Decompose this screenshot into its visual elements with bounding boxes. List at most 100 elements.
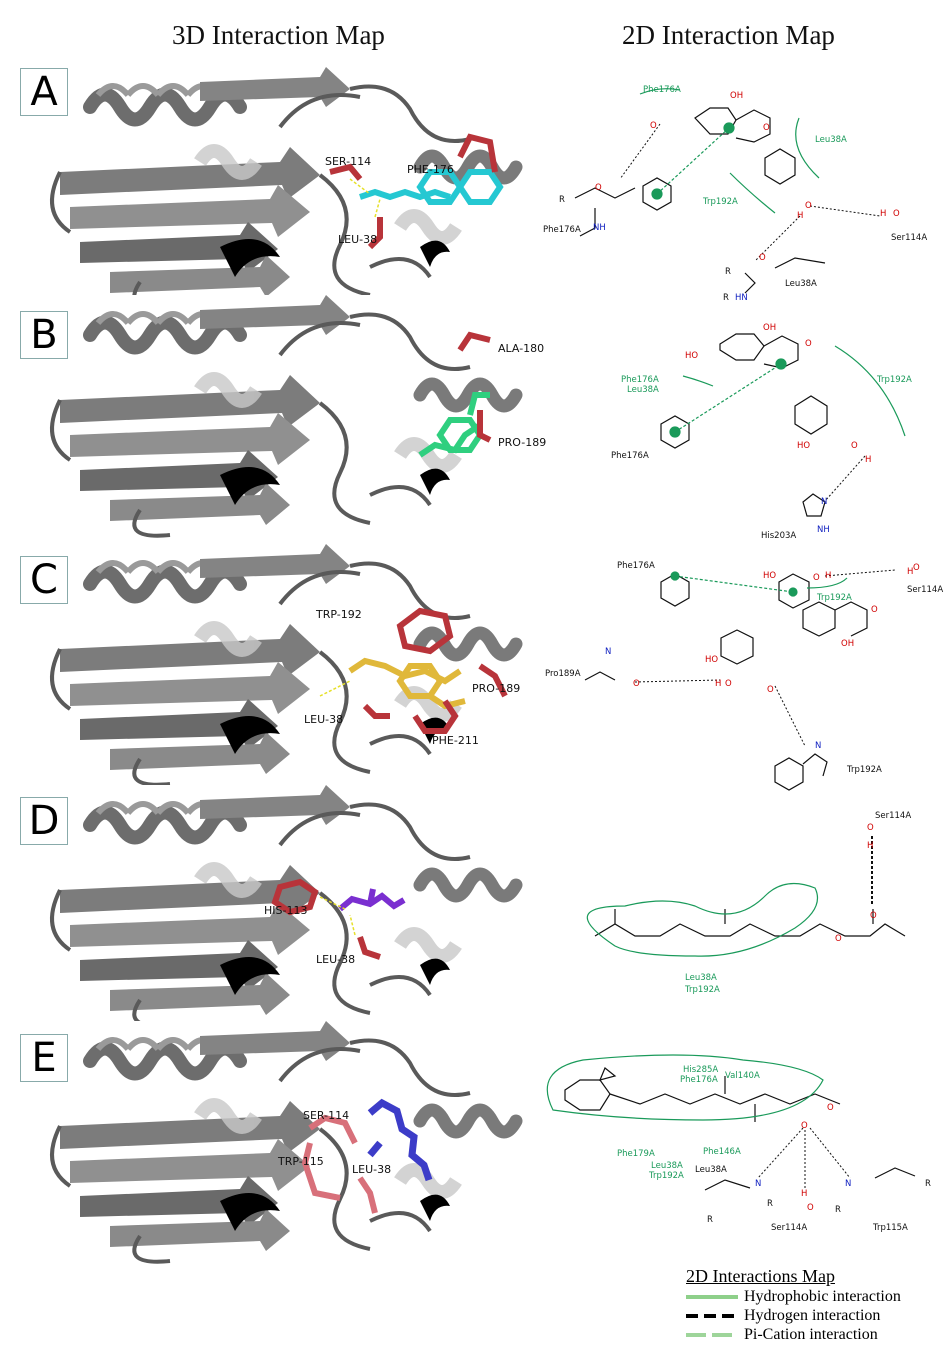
panel-2d-d: O H O O Ser114A Leu38A Trp192A <box>535 806 950 1006</box>
res2d-c-pro189: Pro189A <box>545 669 581 679</box>
res2d-e-trp115: Trp115A <box>872 1223 908 1233</box>
svg-text:O: O <box>835 934 842 944</box>
svg-text:HO: HO <box>763 571 776 581</box>
res2d-e-trp192: Trp192A <box>648 1171 684 1181</box>
res2d-a-leu38b: Leu38A <box>785 279 817 289</box>
res2d-b-trp192: Trp192A <box>876 375 912 385</box>
panel-letter-a: A <box>20 68 68 116</box>
res2d-a-ser114: Ser114A <box>891 233 927 243</box>
svg-text:R: R <box>559 195 565 205</box>
protein-structure-b: ALA-180 PRO-189 <box>20 310 546 520</box>
pi-cation-swatch <box>686 1333 738 1337</box>
svg-text:H: H <box>715 679 721 689</box>
panel-3d-d: HIS-113 LEU-38 <box>20 797 532 1009</box>
panel-letter-e: E <box>20 1034 68 1082</box>
svg-text:N: N <box>845 1179 851 1189</box>
title-2d: 2D Interaction Map <box>622 20 835 50</box>
legend-item-hydrophobic: Hydrophobic interaction <box>686 1288 946 1306</box>
svg-text:N: N <box>815 741 821 751</box>
res2d-e-leu38: Leu38A <box>651 1161 683 1171</box>
svg-text:O: O <box>813 573 820 583</box>
panel-letter-b: B <box>20 311 68 359</box>
svg-text:H: H <box>825 571 831 581</box>
residues-a <box>329 133 498 250</box>
panel-2d-c: HO O H O HO OH H O O H O O Trp192A Phe17… <box>535 556 950 791</box>
svg-text:R: R <box>723 293 729 303</box>
svg-text:O: O <box>801 1121 808 1131</box>
svg-text:N: N <box>755 1179 761 1189</box>
res2d-e-leu38b: Leu38A <box>695 1165 727 1175</box>
res2d-d-ser114: Ser114A <box>875 811 911 821</box>
legend-item-pi-cation: Pi-Cation interaction <box>686 1326 946 1344</box>
label3d-phe211: PHE-211 <box>432 734 479 747</box>
svg-text:O: O <box>913 563 920 573</box>
protein-structure-d: HIS-113 LEU-38 <box>20 797 532 1009</box>
panel-3d-e: SER-114 TRP-115 LEU-38 <box>20 1033 532 1251</box>
legend-label-hydrogen: Hydrogen interaction <box>744 1307 881 1324</box>
res2d-b-leu38: Leu38A <box>627 385 659 395</box>
interaction-diagram-d: O H O O Ser114A Leu38A Trp192A <box>586 811 911 995</box>
label3d-ala180: ALA-180 <box>498 342 544 355</box>
svg-text:HO: HO <box>685 351 698 361</box>
label3d-pro189: PRO-189 <box>498 436 546 449</box>
panel-letter-d: D <box>20 797 68 845</box>
svg-text:HN: HN <box>735 293 748 303</box>
svg-text:OH: OH <box>730 91 743 101</box>
res2d-e-phe146: Phe146A <box>703 1147 741 1157</box>
svg-text:R: R <box>835 1205 841 1215</box>
protein-structure-e: SER-114 TRP-115 LEU-38 <box>20 1033 532 1251</box>
ligand-e <box>367 1098 433 1182</box>
protein-structure-a: SER-114 PHE-176 LEU-38 <box>20 67 532 307</box>
svg-text:O: O <box>827 1103 834 1113</box>
panel-3d-b: ALA-180 PRO-189 <box>20 310 546 520</box>
svg-text:H: H <box>867 841 873 851</box>
label3d-leu38: LEU-38 <box>338 233 377 246</box>
interaction-diagram-a: OH O O O H O O H O Phe176A Leu38A Trp192… <box>543 85 927 303</box>
hydrogen-swatch <box>686 1314 738 1318</box>
svg-text:R: R <box>925 1179 931 1189</box>
protein-structure-c: TRP-192 PRO-189 LEU-38 PHE-211 <box>20 556 532 770</box>
svg-text:H: H <box>880 209 886 219</box>
svg-text:NH: NH <box>593 223 606 233</box>
svg-text:R: R <box>707 1215 713 1225</box>
legend: 2D Interactions Map Hydrophobic interact… <box>686 1266 946 1344</box>
res2d-a-phe176: Phe176A <box>643 85 681 95</box>
interaction-diagram-b: OH HO O HO O H Phe176A Leu38A Trp192A Ph… <box>611 323 912 541</box>
svg-text:O: O <box>650 121 657 131</box>
svg-text:OH: OH <box>763 323 776 333</box>
res2d-b-phe176b: Phe176A <box>611 451 649 461</box>
label3d-pro189: PRO-189 <box>472 682 520 695</box>
svg-text:H: H <box>865 455 871 465</box>
interaction-diagram-c: HO O H O HO OH H O O H O O Trp192A Phe17… <box>545 561 943 791</box>
svg-text:O: O <box>805 339 812 349</box>
svg-text:H: H <box>797 211 803 221</box>
label3d-ser114: SER-114 <box>303 1109 349 1122</box>
label3d-leu38: LEU-38 <box>304 713 343 726</box>
res2d-d-trp192: Trp192A <box>684 985 720 995</box>
res2d-c-trp192b: Trp192A <box>846 765 882 775</box>
svg-text:O: O <box>595 183 602 193</box>
svg-text:HO: HO <box>797 441 810 451</box>
label3d-his113: HIS-113 <box>264 904 307 917</box>
legend-title: 2D Interactions Map <box>686 1266 835 1286</box>
label3d-leu38: LEU-38 <box>352 1163 391 1176</box>
res2d-e-phe176: Phe176A <box>680 1075 718 1085</box>
svg-text:O: O <box>867 823 874 833</box>
res2d-e-phe179: Phe179A <box>617 1149 655 1159</box>
interaction-diagram-e: O O H O His285A Phe176A Val140A Phe179A … <box>546 1054 931 1233</box>
svg-text:N: N <box>821 497 827 507</box>
panel-2d-a: OH O O O H O O H O Phe176A Leu38A Trp192… <box>535 78 950 308</box>
ligand-d <box>338 888 406 912</box>
label3d-trp115: TRP-115 <box>277 1155 324 1168</box>
svg-text:O: O <box>633 679 640 689</box>
ligand-a <box>359 169 504 205</box>
svg-text:O: O <box>807 1203 814 1213</box>
label3d-trp192: TRP-192 <box>315 608 362 621</box>
label3d-leu38: LEU-38 <box>316 953 355 966</box>
panel-3d-a: SER-114 PHE-176 LEU-38 <box>20 67 532 307</box>
panel-2d-e: O O H O His285A Phe176A Val140A Phe179A … <box>535 1050 950 1250</box>
svg-text:H: H <box>907 567 913 577</box>
panel-3d-c: TRP-192 PRO-189 LEU-38 PHE-211 <box>20 556 532 770</box>
svg-text:O: O <box>763 123 770 133</box>
svg-text:O: O <box>767 685 774 695</box>
